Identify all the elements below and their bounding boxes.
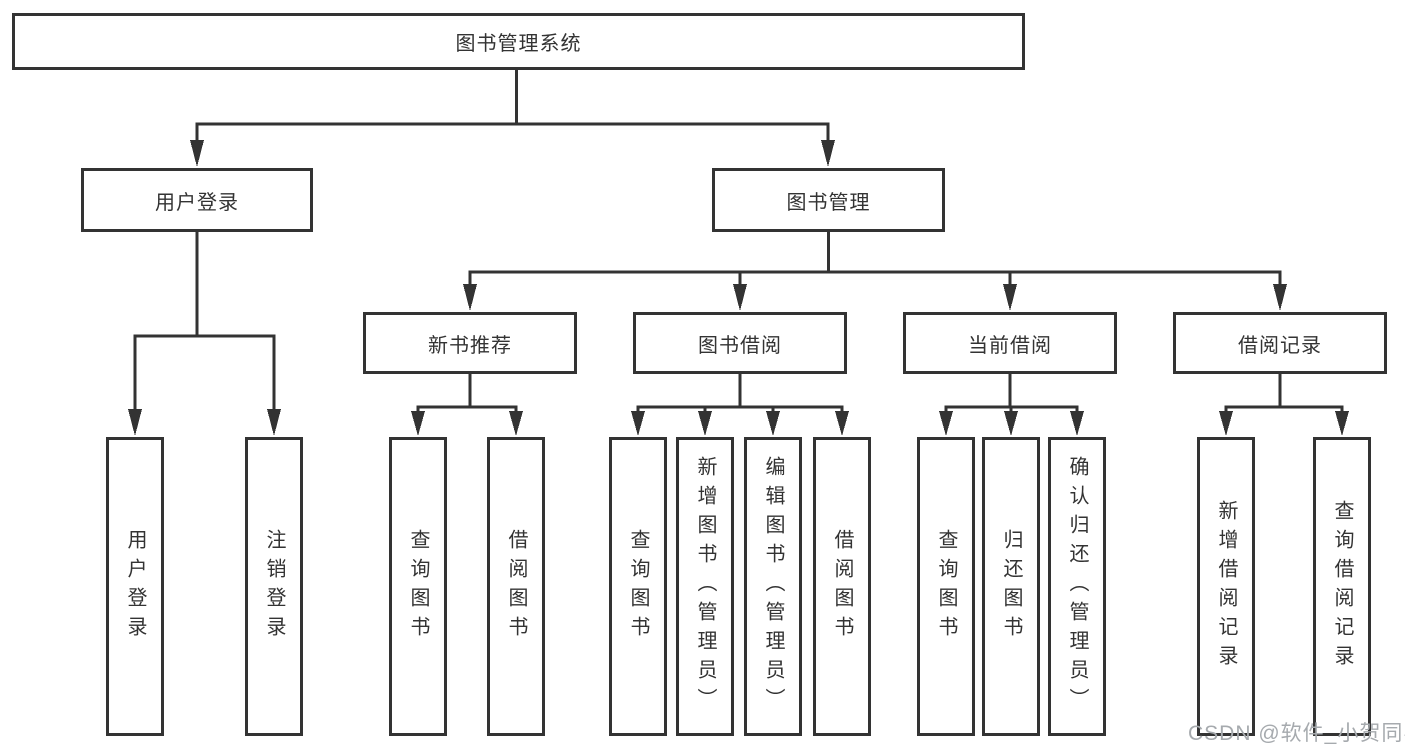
node-new-book-recommend-label: 新书推荐 bbox=[428, 334, 512, 357]
csdn-watermark: CSDN @软件_小贺同学 bbox=[1188, 722, 1405, 745]
node-leaf-return-books: 归还图书 bbox=[982, 437, 1040, 736]
connector-borrowing-records-to-leaves bbox=[1219, 372, 1349, 436]
connector-user-login-to-leaves bbox=[128, 230, 281, 436]
node-current-borrowing: 当前借阅 bbox=[903, 312, 1117, 374]
node-book-management: 图书管理 bbox=[712, 168, 945, 232]
node-leaf-query-borrow-record: 查询借阅记录 bbox=[1313, 437, 1371, 736]
node-leaf-add-books-admin: 新增图书（管理员） bbox=[676, 437, 734, 736]
node-leaf-query-books-recommend: 查询图书 bbox=[389, 437, 447, 736]
node-leaf-add-borrow-record: 新增借阅记录 bbox=[1197, 437, 1255, 736]
node-leaf-borrow-books-recommend-label: 借阅图书 bbox=[505, 528, 527, 645]
node-leaf-borrow-books-recommend: 借阅图书 bbox=[487, 437, 545, 736]
node-borrowing-records-label: 借阅记录 bbox=[1238, 334, 1322, 357]
node-current-borrowing-label: 当前借阅 bbox=[968, 334, 1052, 357]
node-root: 图书管理系统 bbox=[12, 13, 1025, 70]
node-user-login-label: 用户登录 bbox=[155, 191, 239, 214]
connector-book-borrowing-to-leaves bbox=[631, 372, 849, 436]
node-leaf-add-books-admin-label: 新增图书（管理员） bbox=[694, 456, 716, 717]
node-leaf-confirm-return-admin-label: 确认归还（管理员） bbox=[1066, 456, 1088, 717]
node-leaf-query-books-recommend-label: 查询图书 bbox=[407, 528, 429, 645]
node-leaf-user-login-label: 用户登录 bbox=[124, 528, 146, 645]
node-leaf-query-books-current: 查询图书 bbox=[917, 437, 975, 736]
node-leaf-edit-books-admin: 编辑图书（管理员） bbox=[744, 437, 802, 736]
connector-root-to-level2 bbox=[190, 68, 835, 167]
node-leaf-logout: 注销登录 bbox=[245, 437, 303, 736]
node-user-login: 用户登录 bbox=[81, 168, 313, 232]
node-leaf-query-books-current-label: 查询图书 bbox=[935, 528, 957, 645]
node-leaf-query-books-borrowing: 查询图书 bbox=[609, 437, 667, 736]
node-book-borrowing: 图书借阅 bbox=[633, 312, 847, 374]
node-leaf-borrow-books-borrowing: 借阅图书 bbox=[813, 437, 871, 736]
connector-book-management-to-level3 bbox=[463, 230, 1287, 311]
node-leaf-add-borrow-record-label: 新增借阅记录 bbox=[1215, 499, 1237, 674]
node-root-label: 图书管理系统 bbox=[455, 33, 582, 55]
node-leaf-return-books-label: 归还图书 bbox=[1000, 528, 1022, 645]
node-leaf-borrow-books-borrowing-label: 借阅图书 bbox=[831, 528, 853, 645]
node-leaf-query-borrow-record-label: 查询借阅记录 bbox=[1331, 499, 1353, 674]
node-new-book-recommend: 新书推荐 bbox=[363, 312, 577, 374]
node-book-management-label: 图书管理 bbox=[786, 191, 871, 214]
connector-current-borrowing-to-leaves bbox=[939, 372, 1084, 436]
node-leaf-edit-books-admin-label: 编辑图书（管理员） bbox=[762, 456, 784, 717]
node-borrowing-records: 借阅记录 bbox=[1173, 312, 1387, 374]
connector-new-book-recommend-to-leaves bbox=[411, 372, 523, 436]
node-book-borrowing-label: 图书借阅 bbox=[698, 334, 782, 357]
node-leaf-confirm-return-admin: 确认归还（管理员） bbox=[1048, 437, 1106, 736]
node-leaf-user-login: 用户登录 bbox=[106, 437, 164, 736]
node-leaf-logout-label: 注销登录 bbox=[263, 528, 285, 645]
node-leaf-query-books-borrowing-label: 查询图书 bbox=[627, 528, 649, 645]
